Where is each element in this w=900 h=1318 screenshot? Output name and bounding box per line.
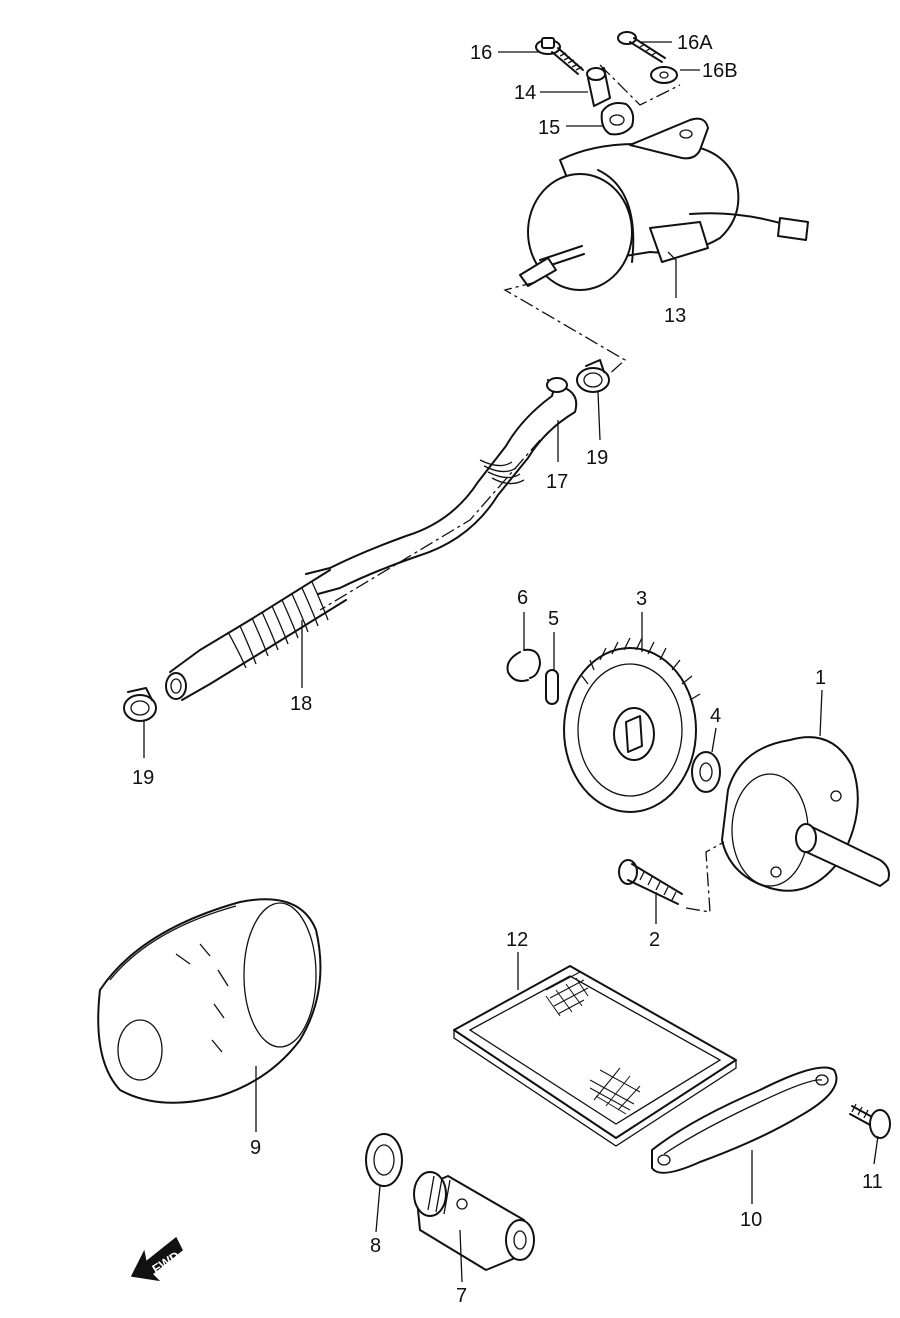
part-9-oil-filter [97, 898, 322, 1104]
part-14-collar [586, 67, 611, 107]
part-8-washer [365, 1133, 403, 1187]
part-5-pin [545, 669, 559, 705]
part-11-bolt [849, 1103, 891, 1139]
label-19-lower: 19 [132, 767, 154, 789]
label-16b: 16B [702, 60, 738, 82]
part-10-gasket [651, 1066, 838, 1174]
label-5: 5 [548, 608, 559, 630]
part-7-plug [413, 1171, 535, 1271]
part-16a-bolt [617, 31, 666, 63]
screen-mesh-1 [545, 971, 589, 1017]
label-14: 14 [514, 82, 536, 104]
label-10: 10 [740, 1209, 762, 1231]
part-17-hose [305, 377, 578, 595]
part-3-gear [563, 637, 701, 813]
label-8: 8 [370, 1235, 381, 1257]
label-16a: 16A [677, 32, 713, 54]
label-13: 13 [664, 305, 686, 327]
label-12: 12 [506, 929, 528, 951]
part-6-circlip [506, 648, 541, 682]
label-11: 11 [862, 1171, 883, 1193]
label-6: 6 [517, 587, 528, 609]
part-19-clamp-lower [123, 687, 157, 722]
part-18-strainer [165, 569, 347, 701]
label-17: 17 [546, 471, 568, 493]
part-16b-washer [650, 66, 678, 84]
label-4: 4 [710, 705, 721, 727]
leader-lines [143, 41, 879, 1283]
label-16: 16 [470, 42, 492, 64]
part-12-screen [453, 965, 737, 1147]
label-18: 18 [290, 693, 312, 715]
part-19-clamp-upper [576, 359, 610, 393]
label-1: 1 [815, 667, 826, 689]
screen-mesh-2 [589, 1067, 641, 1115]
label-2: 2 [649, 929, 660, 951]
part-13-cooler [519, 117, 809, 291]
leader-pump-bolt [685, 841, 725, 913]
part-2-bolt [618, 859, 683, 905]
leader-16a-16b [599, 64, 681, 106]
part-labels: 16 16A 16B 14 15 13 19 17 18 19 6 5 3 4 … [132, 32, 883, 1307]
label-3: 3 [636, 588, 647, 610]
label-15: 15 [538, 117, 560, 139]
hose-centerline [319, 439, 541, 611]
part-15-grommet [600, 102, 635, 136]
part-4-washer [691, 751, 721, 793]
part-16-bolt [535, 37, 584, 75]
label-9: 9 [250, 1137, 261, 1159]
leader-cooler-hose [503, 281, 627, 385]
label-19-upper: 19 [586, 447, 608, 469]
fwd-arrow-icon: FWD [130, 1236, 183, 1282]
part-1-oil-pump [721, 736, 890, 892]
label-7: 7 [456, 1285, 467, 1307]
